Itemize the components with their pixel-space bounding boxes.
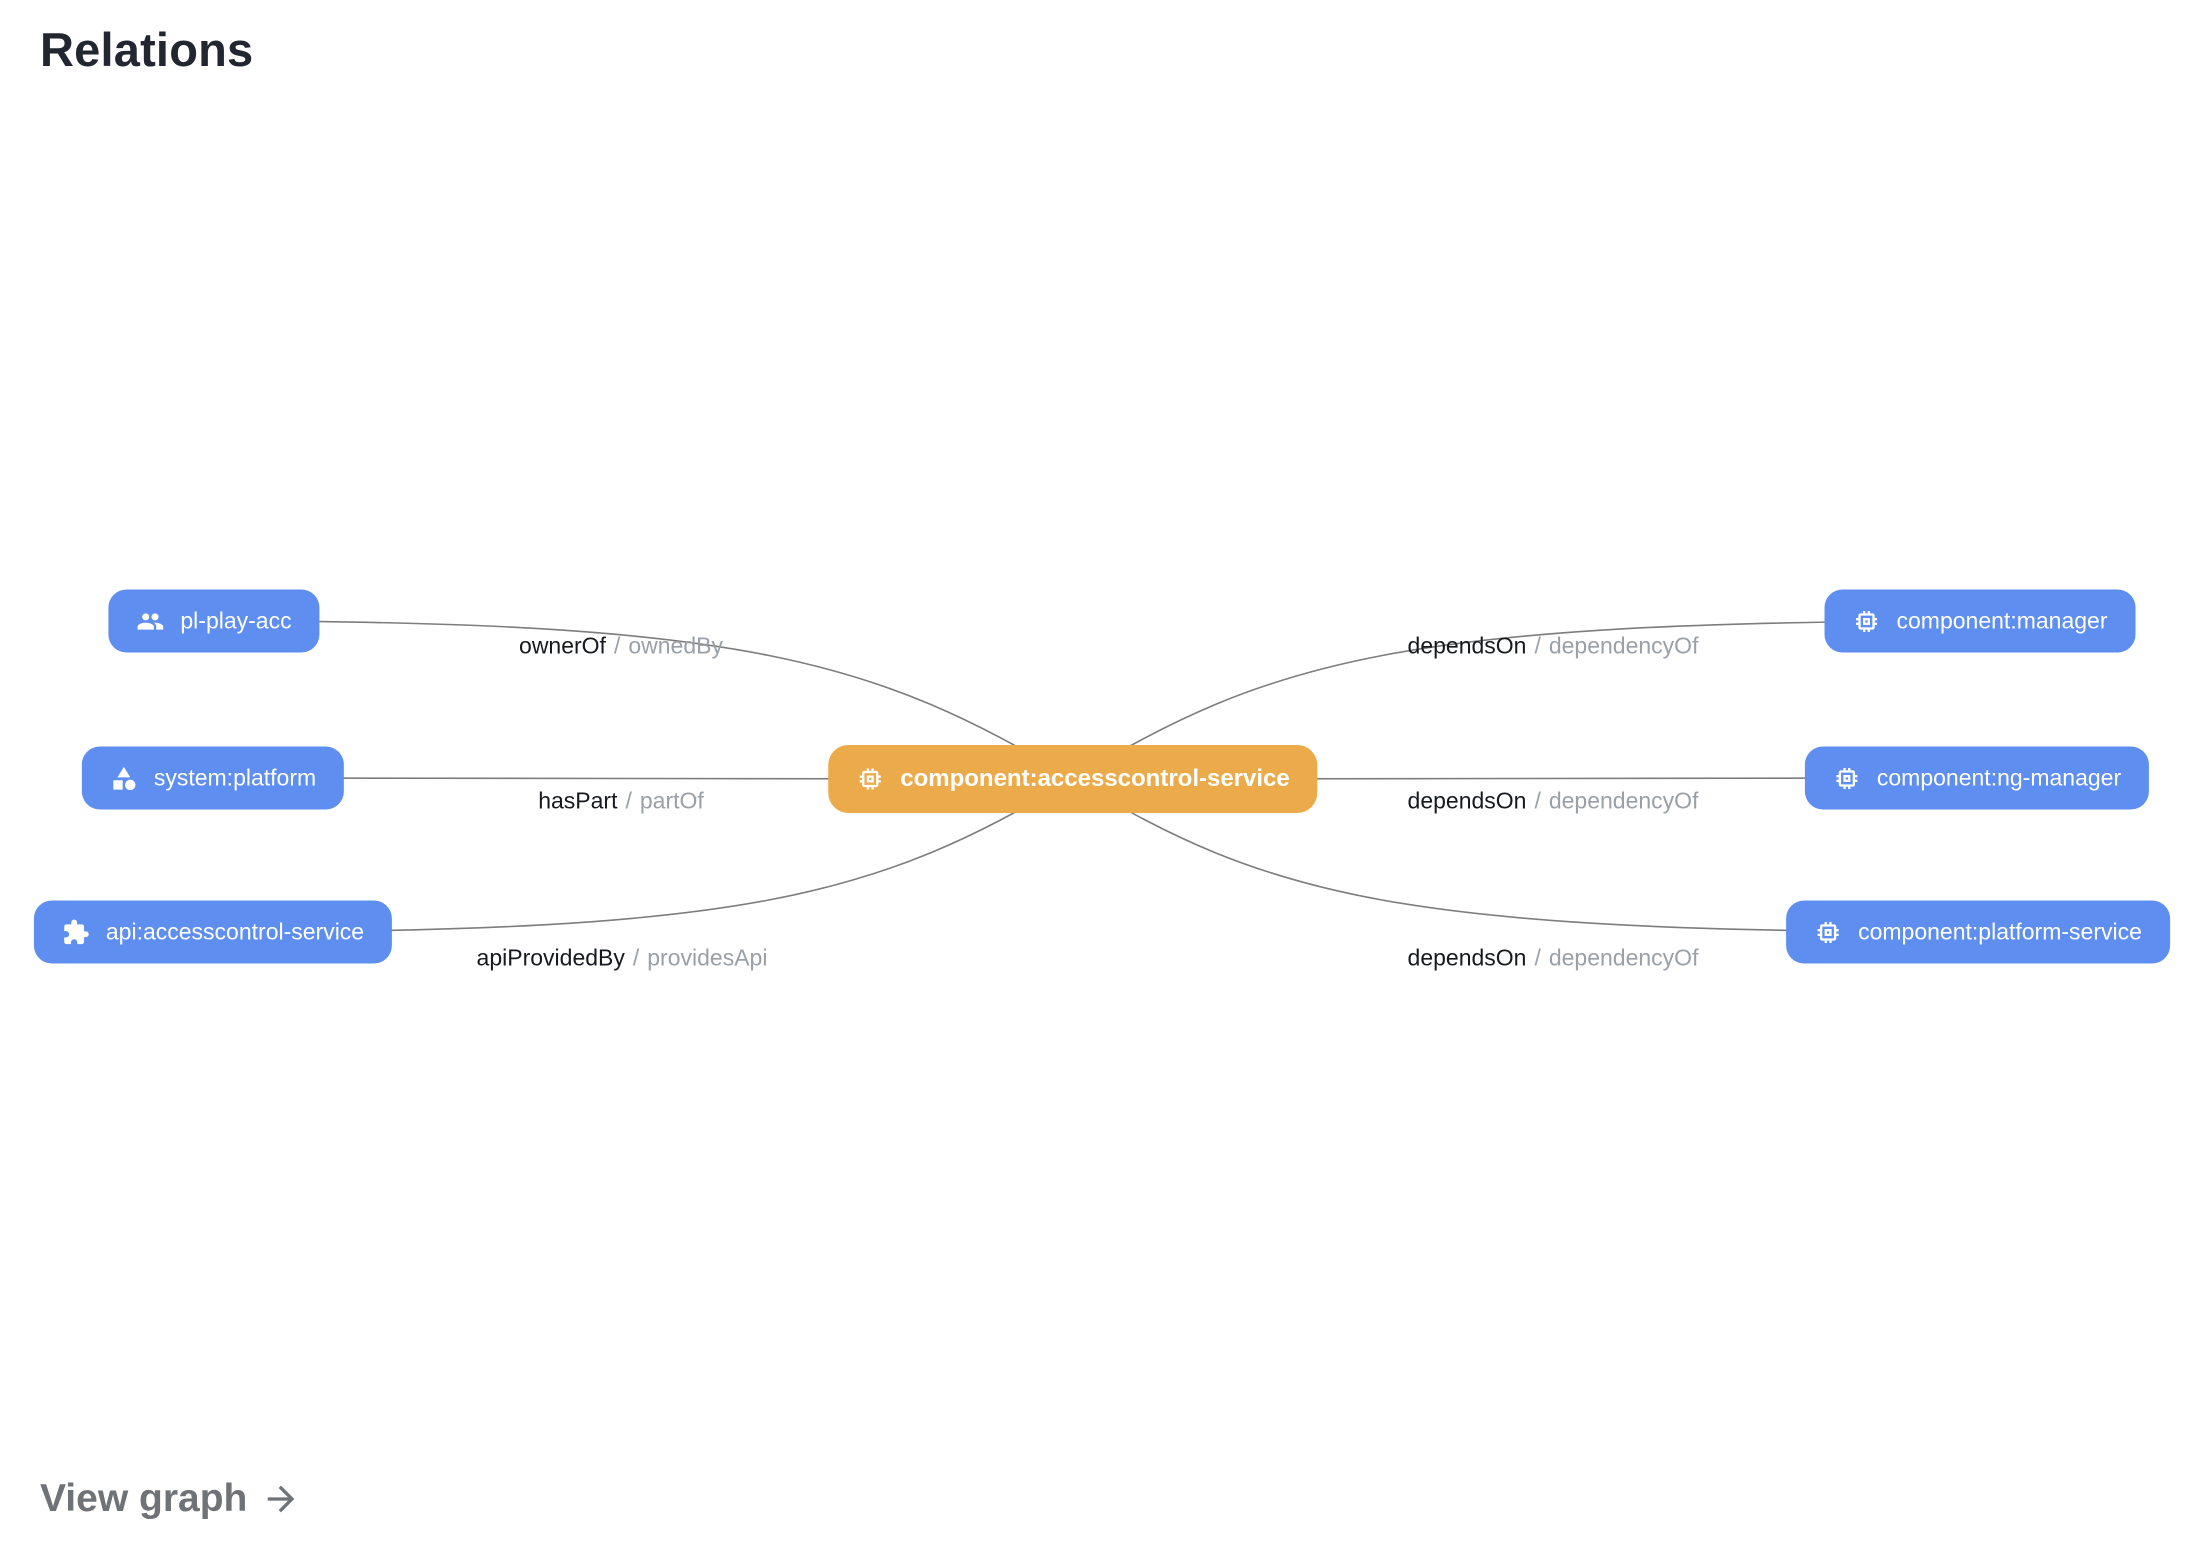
relation-reverse: dependencyOf	[1548, 787, 1699, 814]
relation-reverse: providesApi	[647, 944, 768, 971]
view-graph-link[interactable]: View graph	[40, 1477, 301, 1521]
relation-forward: ownerOf	[519, 632, 606, 659]
memory-chip-icon	[856, 765, 884, 793]
node-pl-play-acc[interactable]: pl-play-acc	[108, 589, 320, 653]
node-label: component:accesscontrol-service	[900, 765, 1290, 792]
node-label: component:platform-service	[1858, 918, 2142, 945]
node-system-platform[interactable]: system:platform	[81, 746, 345, 810]
node-api-accesscontrol-service[interactable]: api:accesscontrol-service	[33, 900, 393, 964]
edge-label-dependson-2: dependsOn / dependencyOf	[1408, 788, 1699, 815]
memory-chip-icon	[1814, 918, 1842, 946]
node-component-ng-manager[interactable]: component:ng-manager	[1804, 746, 2150, 810]
relation-separator: /	[613, 632, 621, 659]
edge-label-apiprovidedby: apiProvidedBy / providesApi	[477, 945, 768, 972]
relation-reverse: ownedBy	[628, 632, 723, 659]
relation-separator: /	[1534, 944, 1541, 971]
relation-forward: dependsOn	[1407, 944, 1527, 971]
relation-separator: /	[625, 787, 632, 814]
edge-label-dependson-3: dependsOn / dependencyOf	[1408, 945, 1699, 972]
edge-label-ownerof: ownerOf / ownedBy	[519, 633, 723, 660]
node-component-accesscontrol-service[interactable]: component:accesscontrol-service	[828, 745, 1318, 813]
group-icon	[136, 607, 164, 635]
memory-chip-icon	[1833, 764, 1861, 792]
relation-reverse: partOf	[639, 787, 704, 814]
relation-forward: dependsOn	[1407, 632, 1527, 659]
edge-dependson-3	[1072, 778, 1979, 933]
category-icon	[110, 764, 138, 792]
arrow-right-icon	[268, 1485, 295, 1513]
edge-dependson-1	[1072, 620, 1981, 780]
relation-forward: apiProvidedBy	[476, 944, 625, 971]
extension-puzzle-icon	[62, 918, 90, 946]
relation-forward: dependsOn	[1407, 787, 1527, 814]
node-label: system:platform	[153, 764, 317, 791]
node-component-manager[interactable]: component:manager	[1824, 589, 2136, 653]
relation-separator: /	[1534, 632, 1541, 659]
page-title: Relations	[40, 23, 254, 76]
node-label: component:manager	[1896, 607, 2108, 634]
edge-label-haspart: hasPart / partOf	[538, 788, 704, 815]
node-label: api:accesscontrol-service	[105, 918, 365, 945]
relation-separator: /	[632, 944, 640, 971]
view-graph-label: View graph	[40, 1477, 248, 1520]
edge-ownerof	[213, 620, 1074, 780]
relation-reverse: dependencyOf	[1548, 944, 1699, 971]
edge-label-dependson-1: dependsOn / dependencyOf	[1408, 633, 1699, 660]
node-label: component:ng-manager	[1876, 764, 2122, 791]
relation-reverse: dependencyOf	[1548, 632, 1699, 659]
relation-forward: hasPart	[538, 787, 618, 814]
relation-separator: /	[1534, 787, 1541, 814]
memory-chip-icon	[1853, 607, 1881, 635]
node-label: pl-play-acc	[180, 607, 292, 634]
edge-apiprovidedby	[212, 778, 1074, 933]
node-component-platform-service[interactable]: component:platform-service	[1786, 900, 2170, 964]
